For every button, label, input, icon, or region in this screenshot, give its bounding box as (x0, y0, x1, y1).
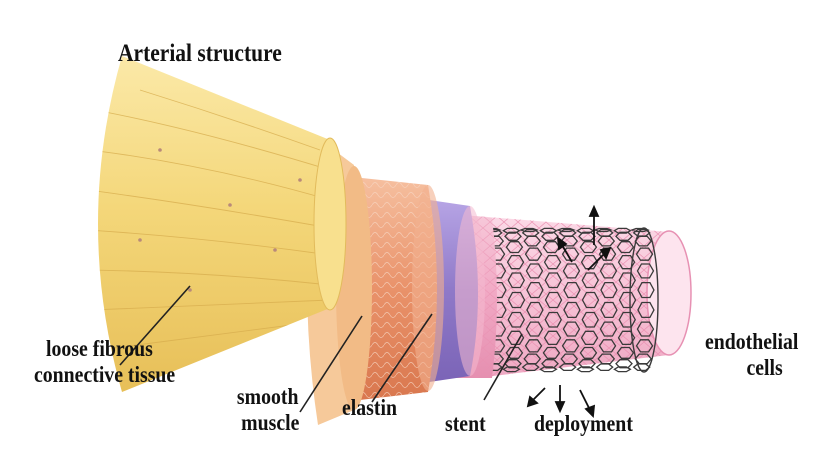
stent-cell (597, 364, 613, 370)
label-loose-fibrous-line2: connective tissue (34, 362, 175, 388)
label-endothelial-line2: cells (705, 355, 798, 381)
label-deployment: deployment (534, 411, 633, 437)
diagram-title: Arterial structure (118, 40, 282, 69)
label-loose-fibrous: loose fibrous connective tissue (34, 336, 175, 389)
label-endothelial-line1: endothelial (705, 329, 798, 355)
label-smooth-muscle-line2: muscle (236, 410, 299, 436)
label-smooth-muscle: smooth muscle (236, 384, 299, 437)
label-elastin: elastin (342, 395, 397, 421)
label-stent: stent (445, 411, 486, 437)
label-loose-fibrous-line1: loose fibrous (34, 336, 175, 362)
label-endothelial-cells: endothelial cells (705, 329, 798, 382)
label-smooth-muscle-line1: smooth (236, 384, 299, 410)
